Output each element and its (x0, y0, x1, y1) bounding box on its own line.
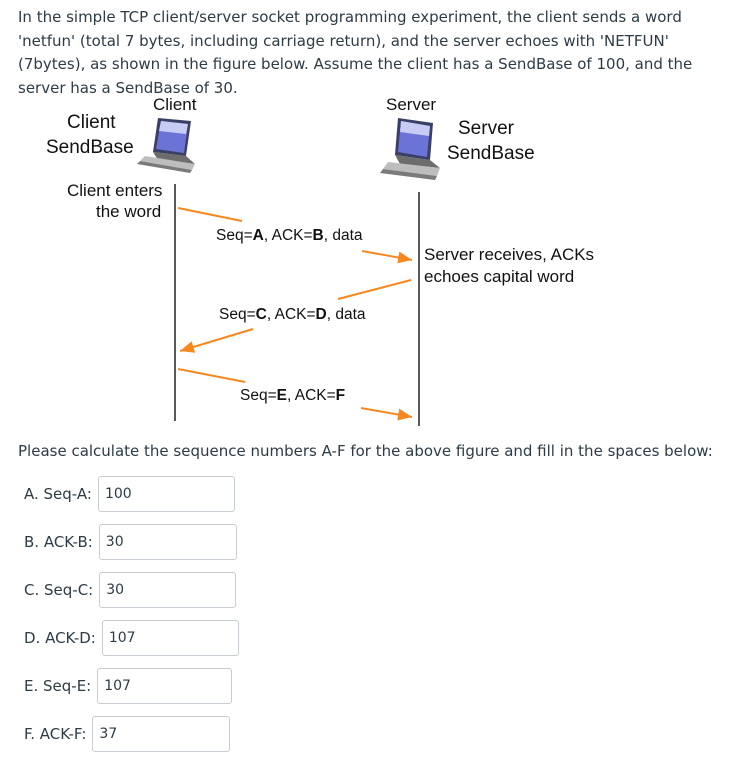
answer-input-b[interactable]: 30 (98, 524, 237, 560)
msg3-arrow-end (360, 407, 413, 421)
answer-input-a[interactable]: 100 (97, 476, 235, 512)
msg1-arrow-end (361, 250, 413, 264)
msg3-arrow-start (177, 368, 246, 383)
server-receives-label-1: Server receives, ACKs (424, 245, 595, 264)
client-enters-label-2: the word (96, 202, 162, 221)
answer-input-e[interactable]: 107 (97, 668, 233, 704)
answer-row-d: D. ACK-D: 107 (24, 620, 239, 656)
answer-label-e: E. Seq-E: (24, 677, 92, 695)
server-computer-icon (380, 118, 440, 180)
problem-intro: In the simple TCP client/server socket p… (18, 8, 693, 97)
answer-label-c: C. Seq-C: (24, 581, 94, 599)
answer-row-b: B. ACK-B: 30 (24, 524, 237, 560)
msg2-arrow-start (337, 279, 412, 300)
question-text: Please calculate the sequence numbers A-… (18, 442, 713, 460)
answer-label-d: D. ACK-D: (24, 629, 96, 647)
msg1-label: Seq=A, ACK=B, data (216, 227, 363, 244)
msg3-label: Seq=E, ACK=F (240, 387, 346, 404)
answer-input-d[interactable]: 107 (101, 620, 239, 656)
server-sendbase-label-1: Server (458, 118, 514, 139)
answer-input-f[interactable]: 37 (92, 716, 231, 752)
answer-label-a: A. Seq-A: (24, 485, 92, 503)
tcp-sequence-diagram: Client Server Client SendBase Server Sen… (0, 90, 731, 430)
answer-row-e: E. Seq-E: 107 (24, 668, 233, 704)
answer-row-a: A. Seq-A: 100 (24, 476, 235, 512)
server-receives-label-2: echoes capital word (424, 267, 575, 286)
client-computer-icon (137, 118, 195, 173)
server-title: Server (386, 95, 437, 114)
answer-label-b: B. ACK-B: (24, 533, 93, 551)
server-sendbase-label-2: SendBase (447, 143, 535, 164)
client-sendbase-label-2: SendBase (46, 137, 134, 158)
client-title: Client (153, 95, 197, 114)
diagram-canvas (137, 118, 440, 426)
answer-input-c[interactable]: 30 (99, 572, 237, 608)
msg1-arrow-start (177, 207, 243, 222)
msg2-label: Seq=C, ACK=D, data (219, 306, 366, 323)
client-enters-label-1: Client enters (67, 181, 163, 200)
answer-label-f: F. ACK-F: (24, 725, 87, 743)
client-sendbase-label-1: Client (67, 112, 116, 133)
answer-row-f: F. ACK-F: 37 (24, 716, 231, 752)
msg2-arrow-end (179, 328, 254, 353)
answer-row-c: C. Seq-C: 30 (24, 572, 237, 608)
